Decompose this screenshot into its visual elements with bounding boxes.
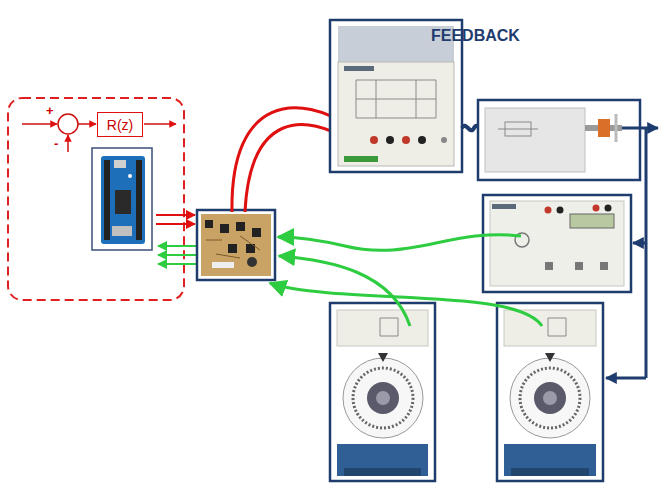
sensor-wire [278,235,521,251]
shaft-line [645,128,648,378]
sensor-signal [158,263,196,265]
motor-unit [478,100,640,180]
pwm-signal [156,223,195,225]
output-line [144,123,176,125]
sensor-wire [270,283,542,326]
shaft-line [622,127,658,130]
plant-region: FEEDBACK [285,3,662,483]
region-outline [285,3,662,483]
label-holder: - [54,134,58,152]
interface-board [197,210,275,280]
summing-junction [58,114,78,134]
motor-cable [462,126,479,131]
region-title: FEEDBACK [431,27,520,45]
sign-plus: + [46,103,54,118]
reference-unit [483,195,631,292]
pwm-signal [156,214,195,216]
controller-block: R(z) [97,112,143,137]
block-label: R(z) [107,117,133,133]
feedback-line [67,135,69,152]
shaft-line [606,377,646,380]
label-holder: + [46,101,54,119]
sensor-signal [158,254,196,256]
controller-region [8,98,184,300]
shaft-line [633,242,646,245]
sensor-signal [158,245,196,247]
sensor-wire [279,256,410,326]
reference-line [22,123,57,125]
arduino-board [92,148,152,250]
sign-minus: - [54,136,58,151]
error-line [78,123,96,125]
potentiometer [497,303,603,481]
potentiometer [330,303,435,481]
